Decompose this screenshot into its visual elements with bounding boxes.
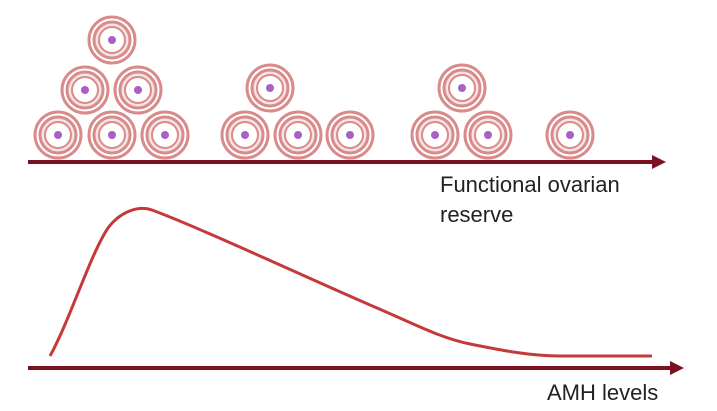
- functional-reserve-label-line2: reserve: [440, 202, 514, 227]
- functional-reserve-label: Functional ovarian reserve: [440, 170, 680, 230]
- follicle-icon: [33, 110, 83, 160]
- follicle-group-2: [220, 63, 375, 160]
- follicle-group-1: [33, 15, 190, 160]
- follicle-icon: [60, 65, 110, 115]
- follicle-icon: [87, 110, 137, 160]
- amh-curve: [48, 206, 652, 358]
- follicle-icon: [113, 65, 163, 115]
- amh-levels-label: AMH levels: [547, 380, 659, 405]
- follicle-group-4: [545, 110, 595, 160]
- follicle-icon: [245, 63, 295, 113]
- follicle-icon: [325, 110, 375, 160]
- follicle-icon: [463, 110, 513, 160]
- follicle-icon: [140, 110, 190, 160]
- follicle-icon: [220, 110, 270, 160]
- functional-reserve-label-line1: Functional ovarian: [440, 172, 620, 197]
- follicle-icon: [87, 15, 137, 65]
- follicle-groups: [33, 15, 595, 160]
- follicle-group-3: [410, 63, 513, 160]
- follicle-icon: [410, 110, 460, 160]
- follicle-icon: [545, 110, 595, 160]
- follicle-icon: [437, 63, 487, 113]
- follicle-icon: [273, 110, 323, 160]
